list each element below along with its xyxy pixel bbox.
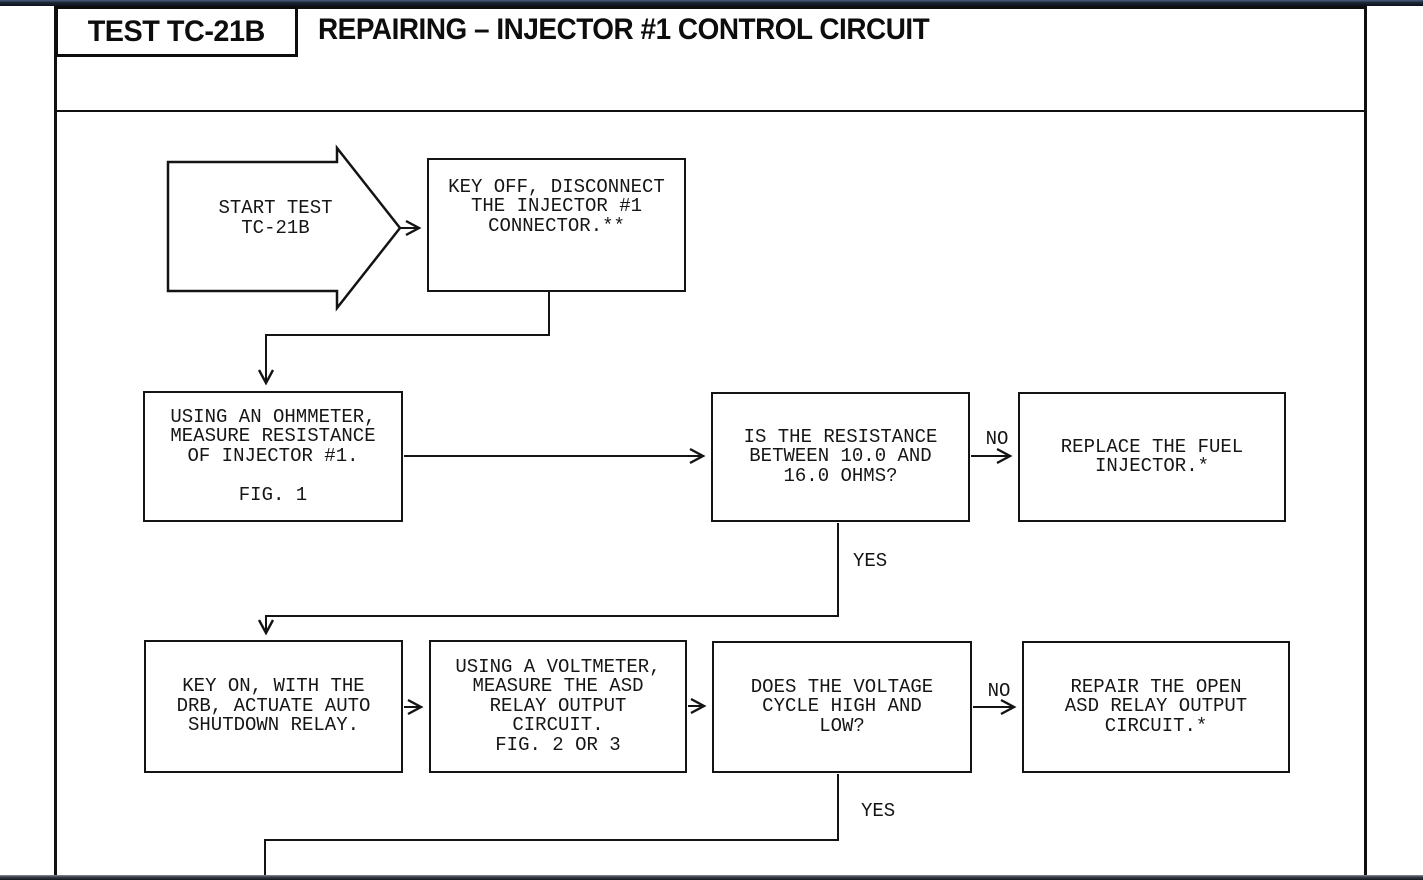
label-voltage-yes: YES (861, 800, 896, 822)
scan-top-edge (0, 0, 1423, 6)
node-decision-voltage: DOES THE VOLTAGE CYCLE HIGH AND LOW? (712, 641, 972, 773)
node-key-off: KEY OFF, DISCONNECT THE INJECTOR #1 CONN… (427, 158, 686, 292)
header-divider (56, 110, 1365, 112)
node-repair-asd-circuit: REPAIR THE OPEN ASD RELAY OUTPUT CIRCUIT… (1022, 641, 1290, 773)
node-measure-resistance: USING AN OHMMETER, MEASURE RESISTANCE OF… (143, 391, 403, 522)
test-id-label: TEST TC-21B (87, 14, 266, 48)
test-id-box: TEST TC-21B (55, 6, 298, 57)
page-border (54, 6, 1367, 880)
label-resistance-no: NO (985, 428, 1009, 450)
node-decision-resistance: IS THE RESISTANCE BETWEEN 10.0 AND 16.0 … (711, 392, 970, 522)
node-key-on-actuate-relay: KEY ON, WITH THE DRB, ACTUATE AUTO SHUTD… (144, 640, 403, 773)
page-title: REPAIRING – INJECTOR #1 CONTROL CIRCUIT (318, 13, 930, 46)
scan-bottom-edge (0, 875, 1423, 880)
label-voltage-no: NO (987, 680, 1011, 702)
node-start: START TEST TC-21B (218, 197, 333, 239)
node-replace-injector: REPLACE THE FUEL INJECTOR.* (1018, 392, 1286, 522)
node-measure-asd-output: USING A VOLTMETER, MEASURE THE ASD RELAY… (429, 640, 687, 773)
label-resistance-yes: YES (853, 550, 888, 572)
